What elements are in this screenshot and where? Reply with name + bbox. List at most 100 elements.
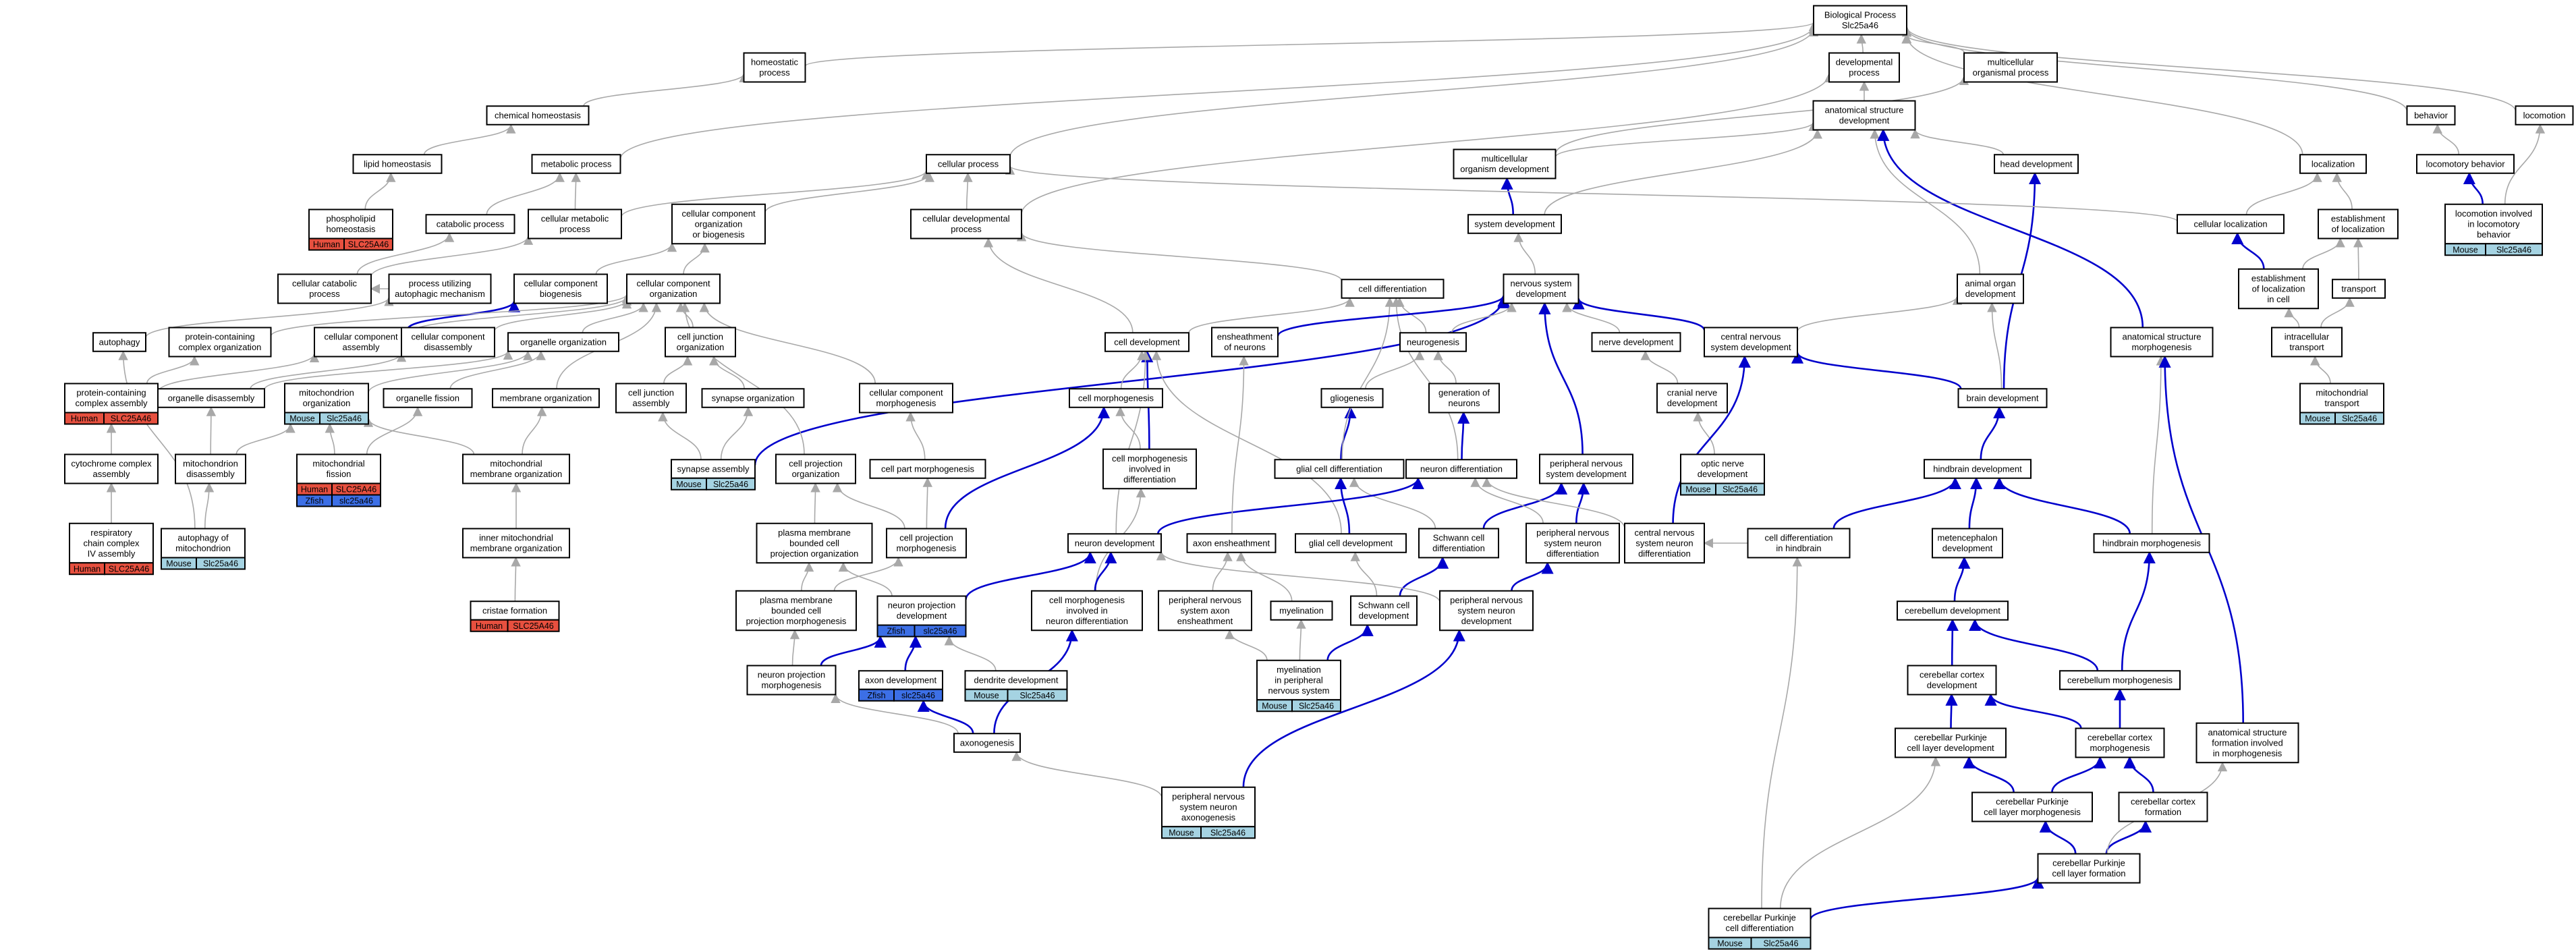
go-term-synorg[interactable]: synapse organization	[701, 388, 805, 408]
go-term-metab[interactable]: metabolic process	[531, 154, 621, 174]
go-term-axono[interactable]: axonogenesis	[953, 733, 1021, 753]
go-term-myel[interactable]: myelination	[1270, 600, 1333, 621]
go-term-glio[interactable]: gliogenesis	[1320, 388, 1384, 408]
go-term-gcd[interactable]: glial cell differentiation	[1274, 459, 1405, 479]
go-term-orgorg[interactable]: organelle organization	[507, 332, 619, 352]
go-term-axonens[interactable]: axon ensheathment	[1186, 533, 1277, 553]
go-term-hindmorph[interactable]: hindbrain morphogenesis	[2093, 533, 2210, 553]
go-term-celldev[interactable]: cell development	[1104, 332, 1189, 352]
go-term-cellmorph[interactable]: cell morphogenesis	[1069, 388, 1163, 408]
go-term-transport[interactable]: transport	[2332, 279, 2386, 299]
go-term-cellloc[interactable]: cellular localization	[2177, 214, 2285, 234]
go-term-hindbrain[interactable]: hindbrain development	[1924, 459, 2032, 479]
go-term-locomotion[interactable]: locomotion	[2515, 105, 2574, 125]
go-term-neudiff[interactable]: neuron differentiation	[1405, 459, 1517, 479]
go-term-memorg[interactable]: membrane organization	[492, 388, 600, 408]
go-term-localization[interactable]: localization	[2299, 154, 2367, 174]
go-term-catab[interactable]: catabolic process	[425, 214, 515, 234]
go-term-locbeh[interactable]: locomotory behavior	[2416, 154, 2515, 174]
go-term-cerebmorph[interactable]: cerebellum morphogenesis	[2059, 670, 2181, 690]
go-term-orgdis[interactable]: organelle disassembly	[157, 388, 265, 408]
go-term-neudev[interactable]: neuron development	[1067, 533, 1162, 553]
go-term-behavior[interactable]: behavior	[2406, 105, 2456, 125]
go-term-sysdev[interactable]: system development	[1467, 214, 1562, 234]
go-term-cpartm[interactable]: cell part morphogenesis	[869, 459, 986, 479]
go-term-nervedev[interactable]: nerve development	[1591, 332, 1681, 352]
go-term-neurogen[interactable]: neurogenesis	[1399, 332, 1467, 352]
go-term-cerebdev[interactable]: cerebellum development	[1897, 600, 2009, 621]
go-term-celldiff[interactable]: cell differentiation	[1341, 279, 1445, 299]
go-term-cellproc[interactable]: cellular process	[926, 154, 1011, 174]
go-term-autophagy[interactable]: autophagy	[92, 332, 146, 352]
go-term-lipidhomeo[interactable]: lipid homeostasis	[352, 154, 443, 174]
go-term-chemhomeo[interactable]: chemical homeostasis	[486, 105, 590, 125]
